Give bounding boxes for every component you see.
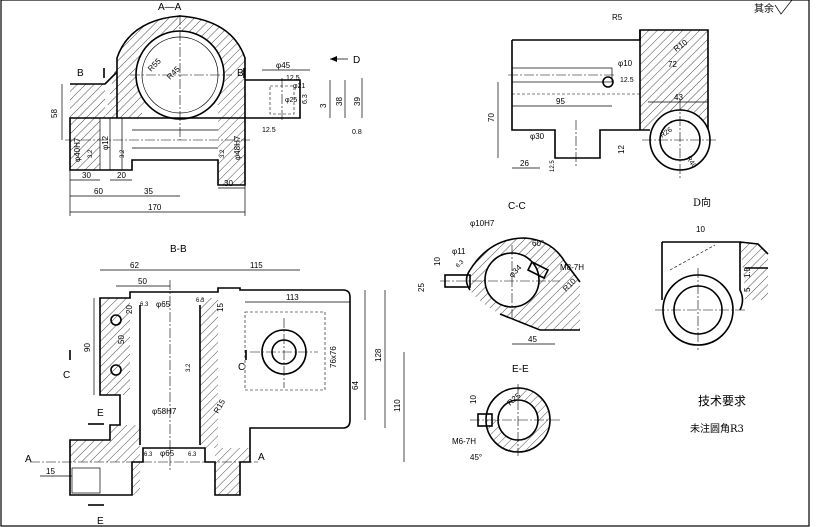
dimension-label: 10 [433,257,442,266]
dimension-label: 70 [487,113,496,122]
view-bb: B-B C C E E A A 62 115 5 [25,244,405,527]
dimension-label: 90 [83,343,92,352]
dimension-label: C [63,370,70,381]
dimension-label: 6.3 [455,259,466,270]
dimension-label: 60° [532,239,544,248]
dimension-label: 6.3 [302,94,309,104]
dimension-label: 30 [224,179,233,188]
dimension-label: 10 [696,225,705,234]
dimension-label: 3.2 [120,149,126,158]
dimension-label: 170 [148,203,162,212]
dimension-label: 3.2 [186,363,192,372]
dimension-label: 60 [94,187,103,196]
notes-title: 技术要求 [698,394,746,408]
dimension-label: 35 [144,187,153,196]
technical-requirements: 技术要求 未注圆角R3 [690,394,746,435]
dimension-label: 5 [743,287,752,292]
dimension-label: φ10H7 [470,219,495,228]
dimension-label: 38 [335,97,344,106]
dimension-label: 95 [556,97,565,106]
dimension-label: φ45 [276,61,291,70]
dimension-label: E [97,516,104,527]
dimension-label: E [97,408,104,419]
dimension-label: 3.2 [220,149,226,158]
dimension-label: 6.3 [188,452,197,458]
dimension-label: 64 [351,381,360,390]
dimension-label: 43 [674,93,683,102]
dimension-label: A [25,454,32,465]
dimension-label: A [258,452,265,463]
dimension-label: B [77,68,84,79]
dimension-label: M6-7H [452,437,476,446]
dimension-label: 12.5 [262,127,276,134]
dimension-label: 128 [374,348,383,362]
view-cc-title: C-C [508,201,526,212]
dimension-label: 3 [319,103,328,108]
corner-roughness-note: 其余 [754,0,793,15]
dimension-label: 6.3 [144,452,153,458]
dimension-label: 39 [353,97,362,106]
dimension-label: 45 [528,335,537,344]
dimension-label: φ48H7 [233,135,242,160]
view-side: R5 R10 72 φ10 12.5 95 43 70 φ30 26 12.5 … [487,13,718,178]
dimension-label: 1.5 [743,266,752,278]
view-bb-title: B-B [170,244,187,255]
dimension-label: φ12 [101,135,110,150]
dimension-label: 45° [470,453,482,462]
dimension-label: 6.3 [196,298,205,304]
dimension-label: 26 [520,159,529,168]
dimension-label: φ25 [285,97,297,104]
dimension-label: φ21 [293,83,305,90]
dimension-label: 115 [250,261,263,270]
dimension-label: 15 [46,467,55,476]
dimension-label: 12 [617,145,626,154]
view-d-title: D向 [693,196,711,209]
dimension-label: 113 [286,293,299,302]
dimension-label: 12.5 [620,77,634,84]
dimension-label: φ65 [156,300,171,309]
dimension-label: 12.5 [286,75,300,82]
dimension-label: R5 [612,13,623,22]
dimension-label: 20 [125,305,134,314]
dimension-label: D [353,55,360,66]
dimension-label: φ40H7 [73,137,82,162]
dimension-label: φ11 [452,247,466,256]
dimension-label: 3.2 [88,149,94,158]
dimension-label: 12.5 [550,160,556,172]
dimension-label: 30 [82,171,91,180]
notes-line1: 未注圆角R3 [690,422,744,435]
dimension-label: 15 [216,303,225,312]
dimension-label: φ30 [530,132,545,141]
dimension-label: φ65 [160,449,175,458]
dimension-label: 76x76 [329,346,338,368]
dimension-label: 20 [117,171,126,180]
view-ee-title: E-E [512,364,529,375]
dimension-label: 25 [417,283,426,292]
view-aa: A—A B B D R55 R45 φ45 [50,2,363,216]
dimension-label: 10 [469,395,478,404]
view-cc: C-C φ10H7 φ11 10 6.3 60° M8-7H φ34 R10 2… [417,201,584,345]
view-d: D向 10 1.5 5 [655,196,769,350]
dimension-label: 6.3 [140,302,149,308]
view-ee: E-E 10 R25 M6-7H 45° [452,364,560,462]
view-aa-title: A—A [158,2,182,13]
dimension-label: φ10 [618,59,633,68]
dimension-label: 62 [130,261,139,270]
dimension-label: 0.8 [352,129,362,136]
dimension-label: 其余 [754,2,774,15]
dimension-label: 110 [393,399,402,412]
dimension-label: 72 [668,60,677,69]
dimension-label: 50 [138,277,147,286]
dimension-label: 58 [50,109,59,118]
dimension-label: M8-7H [560,263,584,272]
dimension-label: B [237,68,244,79]
dimension-label: 50 [117,335,126,344]
dimension-label: φ58H7 [152,407,177,416]
dimension-label: C [238,362,245,373]
